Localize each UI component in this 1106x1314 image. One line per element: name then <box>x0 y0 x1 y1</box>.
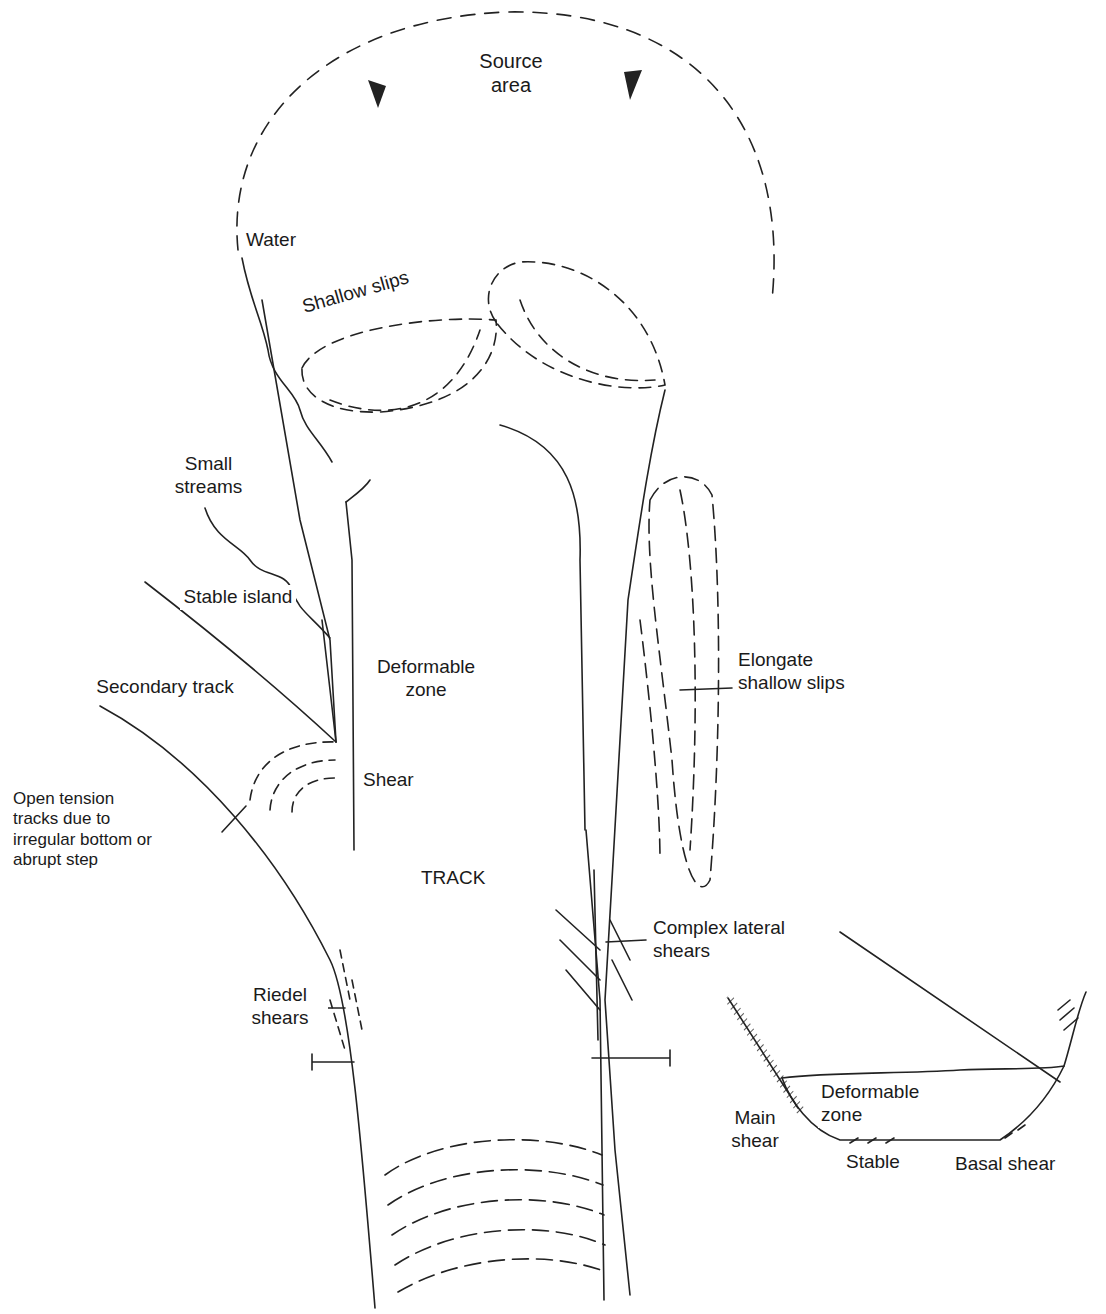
track-edge <box>100 300 665 1308</box>
track-edge <box>586 830 604 1300</box>
stable-island <box>145 582 336 742</box>
lateral-shear <box>556 910 600 950</box>
part-label: Complex lateral shears <box>650 916 826 964</box>
leader-line <box>840 932 1060 1082</box>
shallow-slip <box>330 330 480 410</box>
tension-crack <box>270 760 335 810</box>
toe-arc <box>388 1170 603 1205</box>
toe-arc <box>385 1140 606 1292</box>
lateral-shear <box>560 940 600 980</box>
toe-arc <box>398 1259 606 1292</box>
water-line <box>242 258 332 462</box>
part-label: Shear <box>360 768 417 793</box>
part-label: Main shear <box>718 1106 792 1154</box>
flow-arrow <box>624 70 642 100</box>
shear-line <box>346 502 354 850</box>
lateral-shear <box>566 970 600 1010</box>
riedel-shear <box>330 1000 345 1050</box>
section-marker <box>592 1050 670 1066</box>
part-label: Secondary track <box>92 675 238 700</box>
source-area-outline <box>237 12 774 300</box>
cross-section <box>782 992 1086 1078</box>
flow-arrow <box>368 80 386 108</box>
part-label: Stable <box>843 1150 903 1175</box>
part-label: Basal shear <box>952 1152 1058 1177</box>
part-label: Deformable zone <box>358 655 494 703</box>
lateral-shear <box>556 870 632 1040</box>
elongate-slip <box>640 477 719 887</box>
track-edge <box>605 390 665 1295</box>
elongate-slip <box>680 490 695 850</box>
lateral-shear <box>610 920 630 960</box>
cross-section <box>1058 1000 1078 1030</box>
stable-island <box>145 582 336 742</box>
tension-crack <box>250 742 338 800</box>
tension-crack <box>250 742 338 812</box>
part-label: Deformable zone <box>818 1080 954 1128</box>
cross-section <box>782 1066 1064 1140</box>
shear-line <box>346 480 370 502</box>
leader-line <box>606 940 646 942</box>
shallow-slip <box>520 300 655 381</box>
leader-line <box>222 688 1060 1082</box>
water-line <box>242 258 332 462</box>
stable-island <box>322 620 336 742</box>
track-edge <box>500 425 585 830</box>
small-stream <box>205 508 330 638</box>
part-label: Open tension tracks due to irregular bot… <box>10 788 166 872</box>
part-label: Riedel shears <box>232 983 328 1031</box>
riedel-shear <box>352 980 362 1030</box>
part-label: Small streams <box>158 452 259 500</box>
section-marker <box>312 1050 670 1070</box>
part-label: Elongate shallow slips <box>735 648 881 696</box>
leader-line <box>222 806 246 832</box>
leader-line <box>680 688 732 690</box>
small-stream <box>205 508 330 638</box>
shallow-slip <box>488 262 665 388</box>
part-label: Source area <box>458 48 564 98</box>
cross-section <box>728 998 798 1108</box>
elongate-slip <box>640 620 660 860</box>
lateral-shear <box>594 870 598 1040</box>
track-edge <box>262 300 336 742</box>
shallow-slip <box>302 319 496 412</box>
part-label: Stable island <box>180 585 296 610</box>
tension-crack <box>292 778 335 812</box>
toe-arc <box>385 1140 602 1175</box>
part-label: Shallow slips <box>297 265 415 321</box>
source-area-outline <box>237 12 774 300</box>
section-marker <box>312 1054 354 1070</box>
part-label: Water <box>243 228 299 253</box>
cross-section <box>850 1125 1025 1143</box>
riedel-shear <box>330 950 362 1050</box>
toe-arc <box>392 1200 604 1235</box>
lateral-shear <box>612 960 632 1000</box>
riedel-shear <box>340 950 350 1000</box>
part-label: TRACK <box>418 866 488 891</box>
